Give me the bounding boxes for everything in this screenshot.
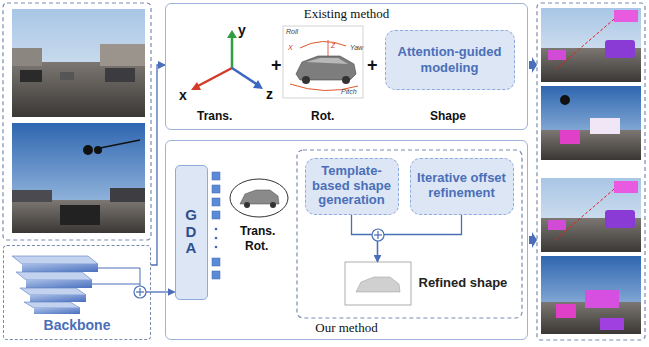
axis-label: Z bbox=[331, 42, 335, 49]
module-box: Attention-guided modeling bbox=[385, 30, 515, 90]
axis-label: y bbox=[238, 22, 246, 38]
connector-arrow bbox=[378, 215, 462, 262]
module-box: GDA bbox=[175, 165, 208, 300]
node-text: Refined shape bbox=[419, 276, 509, 291]
module-box: Iterative offset refinement bbox=[410, 158, 514, 215]
node-text: Template-based shape generation bbox=[309, 164, 395, 209]
method-panel: Our method GDA Template-based shape genera… bbox=[165, 140, 528, 340]
module-box: Template-based shape generation bbox=[305, 158, 399, 215]
rotation-label: Pitch bbox=[341, 88, 357, 95]
rotation-label: Roll bbox=[286, 28, 298, 35]
component-label: Shape bbox=[430, 109, 466, 123]
node-text: Attention-guided modeling bbox=[390, 44, 510, 75]
connector-arrow bbox=[151, 291, 175, 292]
node-text: Our method bbox=[315, 320, 377, 336]
component-label: Rot. bbox=[311, 109, 334, 123]
axis-label: z bbox=[266, 86, 273, 102]
plus-sign: + bbox=[271, 55, 282, 76]
node-text: Existing method bbox=[304, 6, 390, 22]
node-text: Backbone bbox=[44, 317, 111, 333]
component-label: Trans. bbox=[240, 224, 275, 238]
rotation-label: Yaw bbox=[350, 44, 363, 51]
component-label: Trans. bbox=[197, 109, 232, 123]
axis-label: x bbox=[179, 87, 187, 103]
node-text: Iterative offset refinement bbox=[414, 171, 510, 201]
plus-sign: + bbox=[367, 55, 378, 76]
backbone-panel: Backbone bbox=[3, 245, 151, 340]
node-text: GDA bbox=[184, 207, 199, 257]
shape-output: Refined shape bbox=[345, 262, 512, 305]
component-label: Rot. bbox=[245, 239, 268, 253]
connector-arrow bbox=[151, 65, 165, 265]
axis-label: X bbox=[288, 44, 293, 51]
